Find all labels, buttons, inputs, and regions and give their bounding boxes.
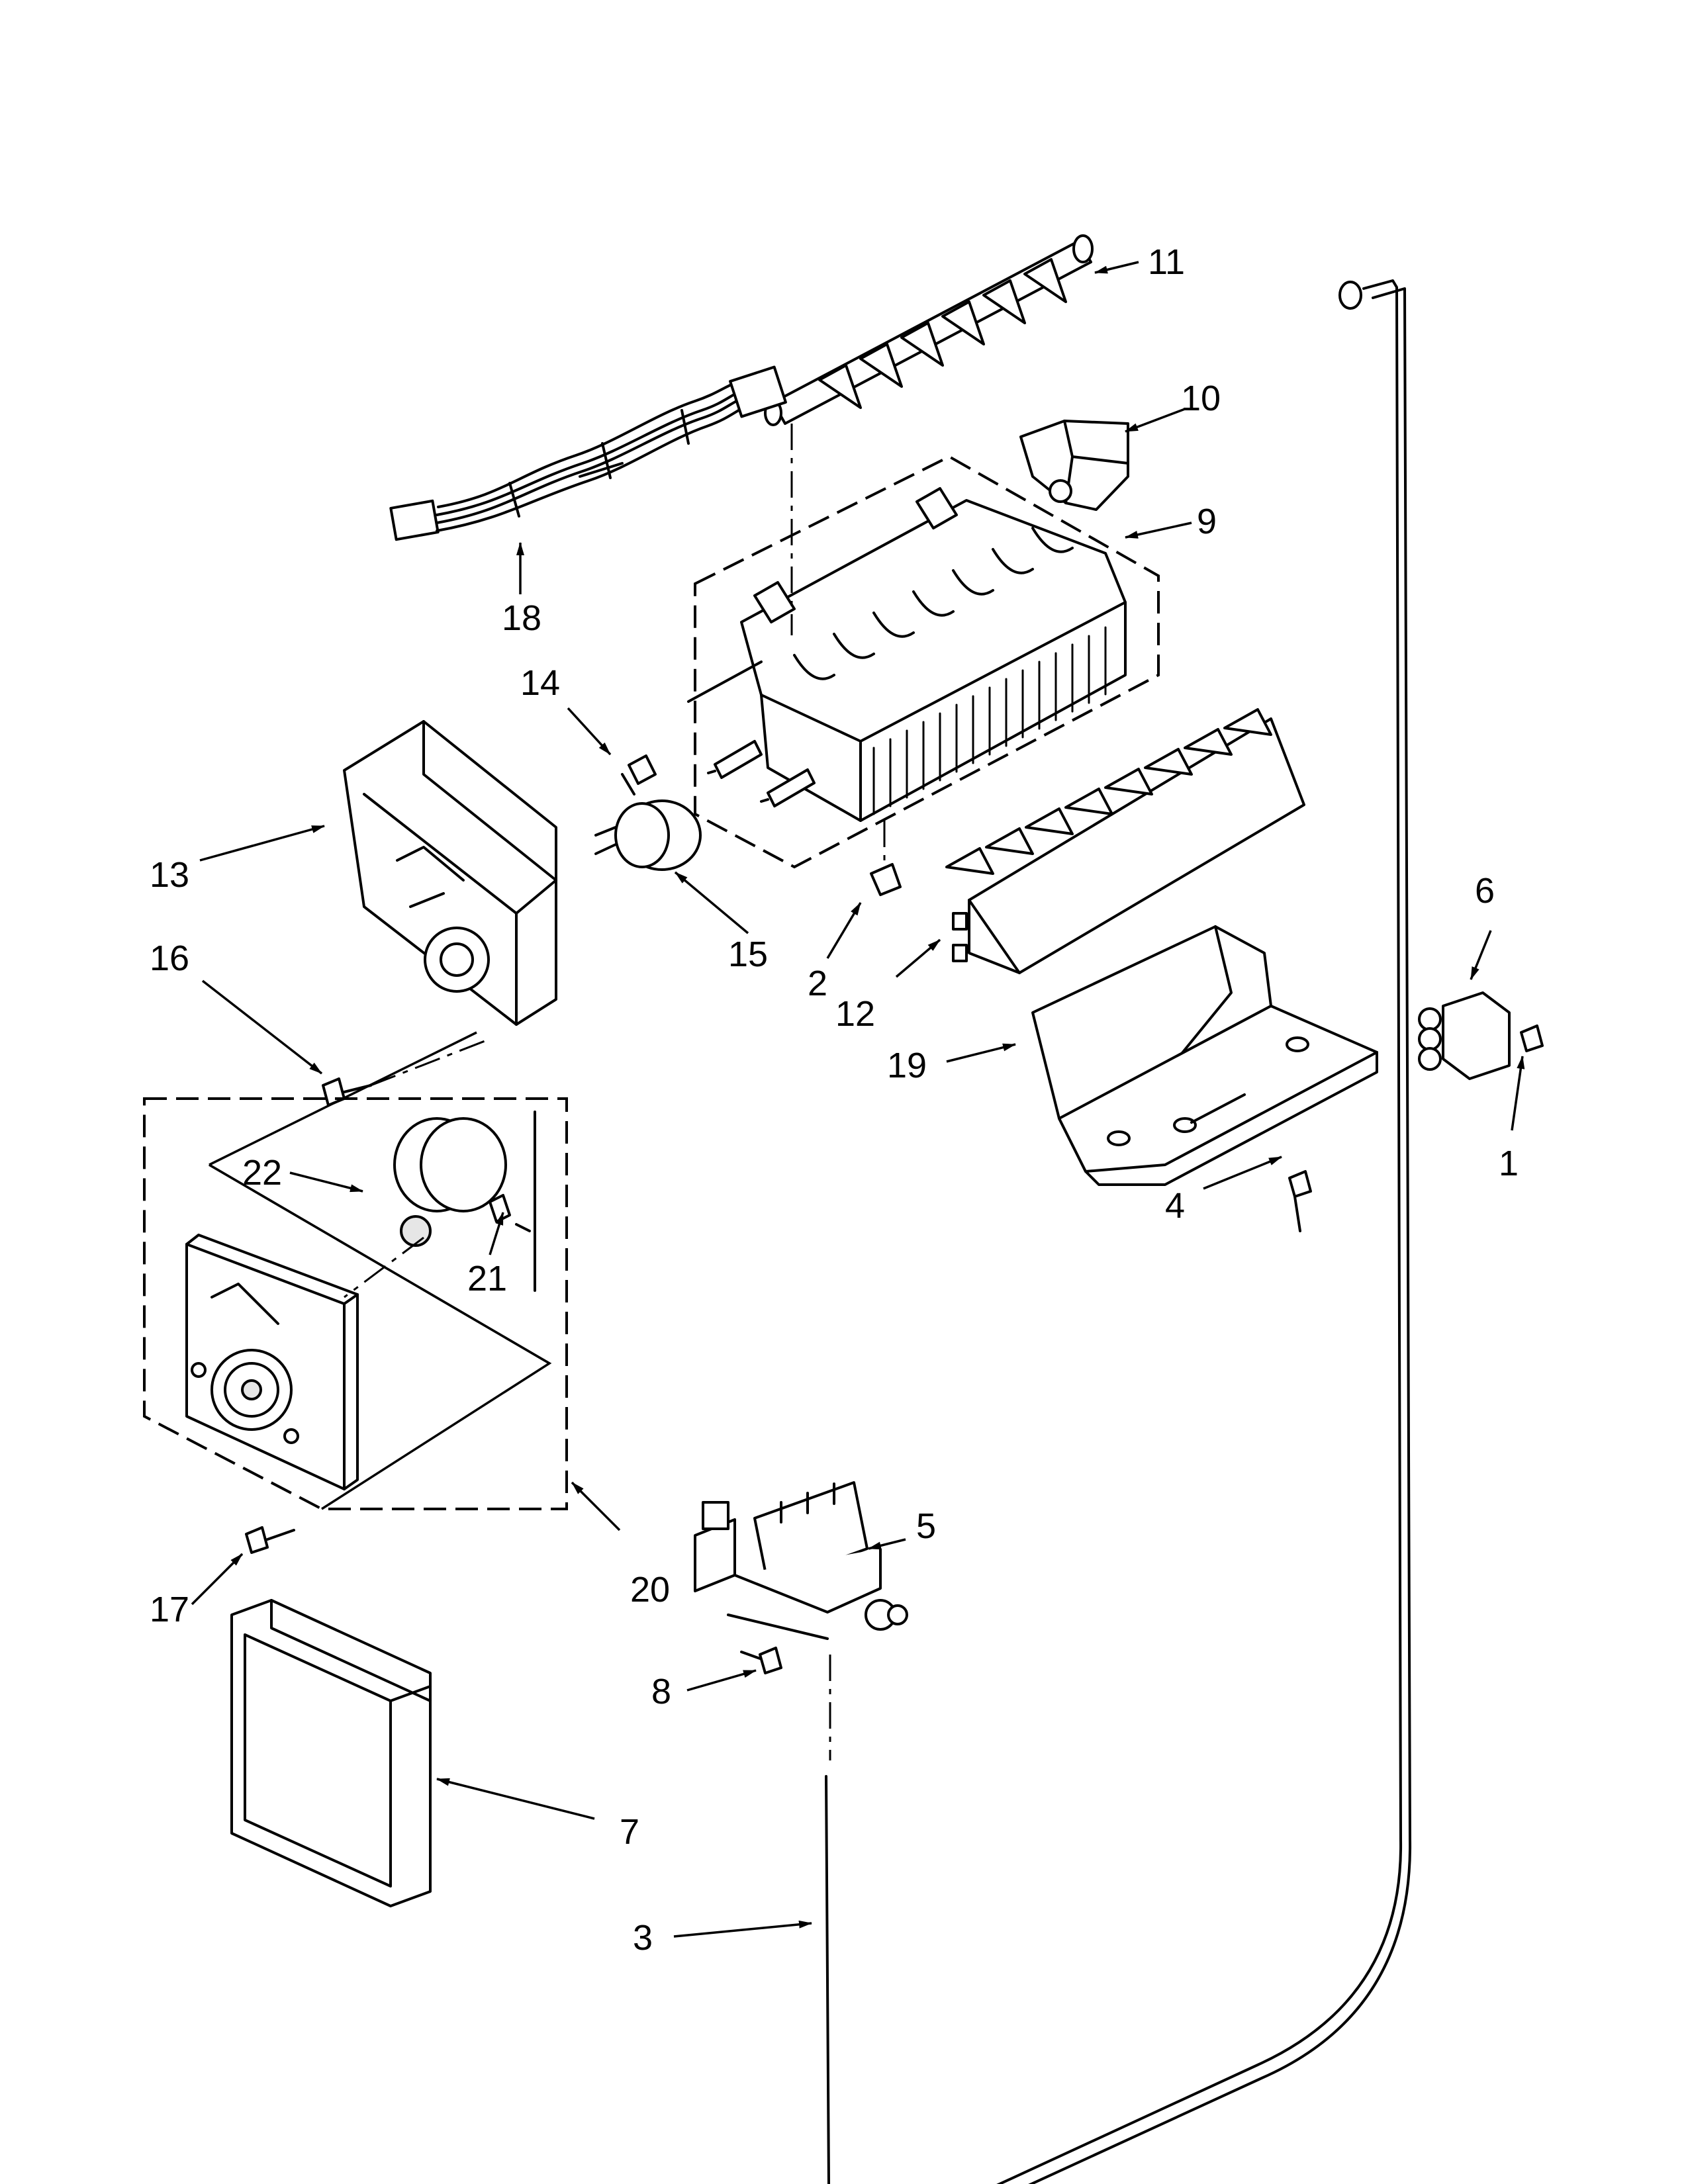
callout-1: 1: [1499, 1144, 1519, 1183]
callout-5: 5: [916, 1506, 936, 1546]
callout-22: 22: [242, 1153, 282, 1193]
callout-18: 18: [502, 598, 541, 638]
wire-harness: [389, 365, 787, 541]
control-housing: [343, 720, 557, 1026]
callout-11: 11: [1148, 242, 1185, 282]
callout-17: 17: [150, 1590, 189, 1629]
callout-19: 19: [887, 1046, 927, 1085]
callout-21: 21: [467, 1259, 507, 1298]
ejector-shaft: [764, 234, 1094, 426]
screw-16: [322, 1077, 372, 1107]
callout-6: 6: [1475, 871, 1495, 911]
callout-20: 20: [630, 1570, 670, 1610]
callout-15: 15: [728, 934, 768, 974]
screw-17: [245, 1526, 295, 1554]
screw-1: [1520, 1024, 1544, 1052]
callout-labels: 11 10 9 18 14 13 15 2 12 19 4 6 1 16 22 …: [150, 242, 1519, 1958]
callout-8: 8: [651, 1672, 671, 1711]
screw-21: [489, 1194, 511, 1223]
thermostat-clip: [621, 754, 657, 796]
ice-bin-cover: [1031, 925, 1378, 1186]
callout-3: 3: [633, 1918, 653, 1958]
callout-13: 13: [150, 855, 189, 895]
mold-clip: [870, 821, 902, 896]
callout-7: 7: [620, 1812, 639, 1852]
water-fill-tube: [825, 279, 1412, 2184]
callout-2: 2: [808, 964, 827, 1003]
callout-4: 4: [1165, 1186, 1185, 1226]
thermostat: [594, 799, 702, 871]
callout-10: 10: [1181, 379, 1221, 418]
ice-stripper: [945, 708, 1305, 974]
module-assembly-box: [143, 1031, 568, 1510]
control-cover: [230, 1599, 432, 1907]
mold-bracket: [1019, 420, 1129, 511]
callout-leaders: [191, 261, 1525, 1938]
callout-12: 12: [835, 994, 875, 1034]
callout-14: 14: [520, 663, 560, 703]
module-plate: [185, 1234, 359, 1490]
screw-4: [1288, 1170, 1312, 1232]
tube-clamp: [1418, 991, 1511, 1080]
callout-9: 9: [1197, 502, 1217, 541]
screw-8: [740, 1647, 831, 1760]
drive-motor: [344, 1111, 536, 1298]
ice-mold-assembly: [687, 424, 1160, 869]
callout-16: 16: [150, 938, 189, 978]
water-valve: [694, 1481, 908, 1640]
